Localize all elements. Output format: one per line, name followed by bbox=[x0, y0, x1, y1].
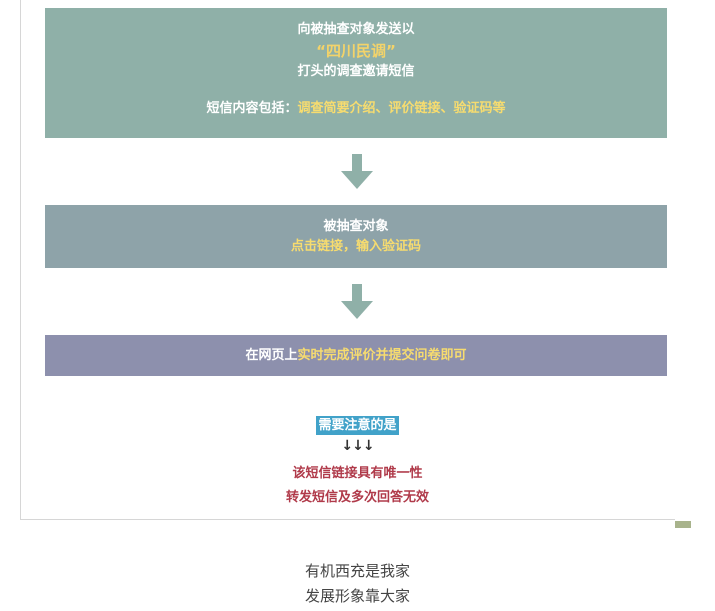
down-arrow-icon bbox=[341, 284, 373, 319]
step-1-box: 向被抽查对象发送以 “四川民调” 打头的调查邀请短信 短信内容包括：调查简要介绍… bbox=[45, 8, 667, 138]
footer-slogan-2: 发展形象靠大家 bbox=[304, 587, 410, 605]
step-3-box: 在网页上实时完成评价并提交问卷即可 bbox=[45, 335, 667, 376]
step-2-line-1: 被抽查对象 bbox=[323, 219, 389, 234]
down-arrow-icon bbox=[341, 154, 373, 189]
step-2-box: 被抽查对象 点击链接，输入验证码 bbox=[45, 205, 667, 268]
content-frame bbox=[20, 0, 675, 520]
note-title: 需要注意的是 bbox=[0, 414, 715, 435]
warning-uniqueness: 该短信链接具有唯一性 bbox=[292, 466, 423, 481]
note-title-badge: 需要注意的是 bbox=[316, 416, 399, 435]
step-3-highlight: 实时完成评价并提交问卷即可 bbox=[297, 348, 467, 363]
step-2-line-2: 点击链接，输入验证码 bbox=[290, 239, 421, 254]
step-3-prefix: 在网页上 bbox=[245, 348, 298, 363]
step-1-content: 短信内容包括：调查简要介绍、评价链接、验证码等 bbox=[45, 100, 667, 118]
step-1-content-highlight: 调查简要介绍、评价链接、验证码等 bbox=[297, 101, 506, 116]
footer-slogan-1: 有机西充是我家 bbox=[304, 562, 410, 580]
step-1-line-3: 打头的调查邀请短信 bbox=[297, 64, 415, 79]
corner-decoration bbox=[675, 521, 691, 528]
down-arrows-icon: ↓↓↓ bbox=[341, 438, 374, 454]
warning-forwarding: 转发短信及多次回答无效 bbox=[285, 490, 429, 505]
step-1-line-1: 向被抽查对象发送以 bbox=[297, 22, 415, 37]
step-1-quote: “四川民调” bbox=[316, 42, 396, 60]
step-1-content-prefix: 短信内容包括： bbox=[206, 101, 298, 116]
